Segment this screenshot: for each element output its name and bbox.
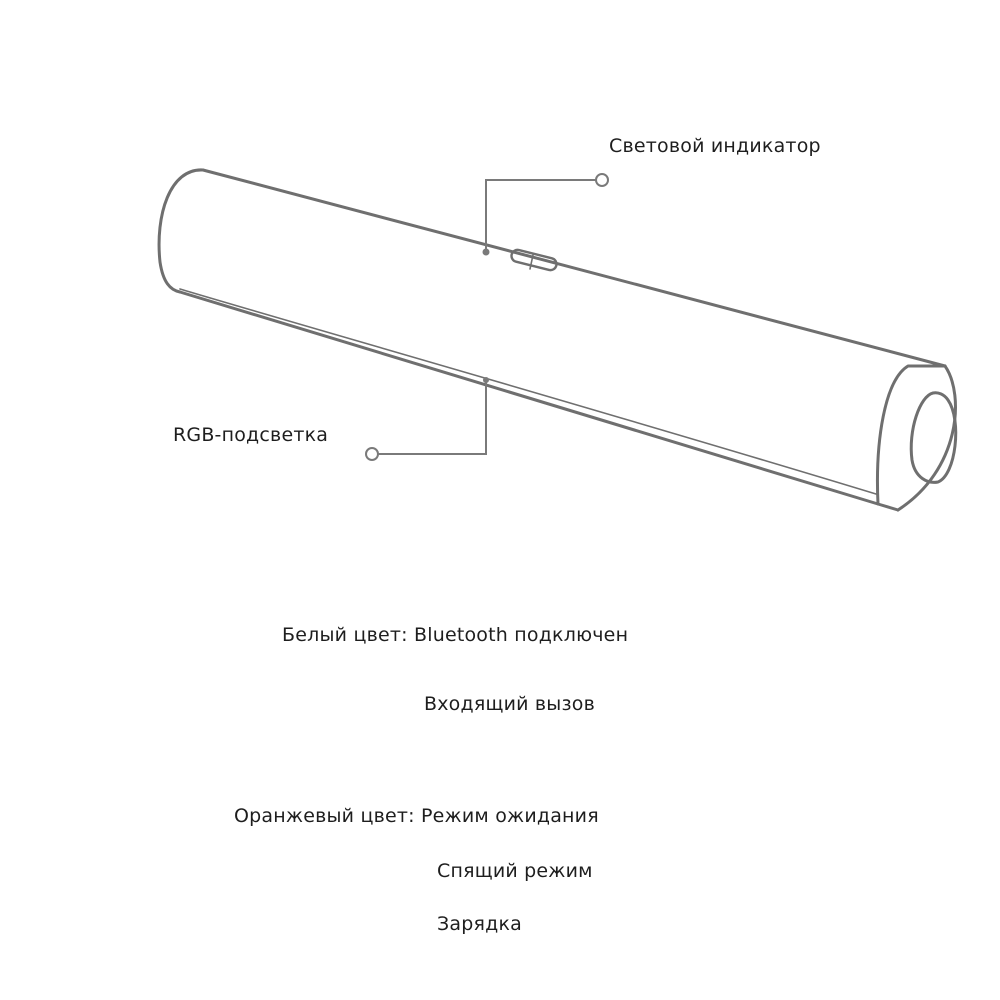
soundbar-body xyxy=(157,168,958,512)
orange-color-item: Зарядка xyxy=(437,913,522,935)
soundbar-end-knob xyxy=(909,391,958,484)
rgb-leader-line xyxy=(378,380,487,455)
rgb-backlight-label: RGB-подсветка xyxy=(173,424,329,446)
soundbar-top-edge xyxy=(201,168,947,368)
indicator-leader-end-circle xyxy=(595,173,609,187)
orange-color-heading: Оранжевый цвет: Режим ожидания xyxy=(234,805,599,827)
white-color-item: Входящий вызов xyxy=(424,693,596,715)
soundbar-left-cap xyxy=(157,168,205,294)
light-indicator-slot xyxy=(510,248,558,272)
indicator-leader xyxy=(482,173,609,256)
orange-color-item: Спящий режим xyxy=(437,860,593,882)
rgb-leader xyxy=(365,377,489,461)
soundbar-bottom-edge xyxy=(178,290,880,506)
soundbar-right-rim xyxy=(896,364,957,512)
indicator-leader-line xyxy=(485,179,596,252)
rgb-leader-end-circle xyxy=(365,447,379,461)
soundbar-illustration xyxy=(157,168,958,512)
white-color-heading: Белый цвет: Bluetooth подключен xyxy=(282,624,629,646)
soundbar-right-face xyxy=(876,364,947,512)
soundbar-bottom-bevel xyxy=(179,288,877,495)
light-indicator-label: Световой индикатор xyxy=(609,135,821,157)
light-indicator-slot-divider xyxy=(529,254,534,270)
